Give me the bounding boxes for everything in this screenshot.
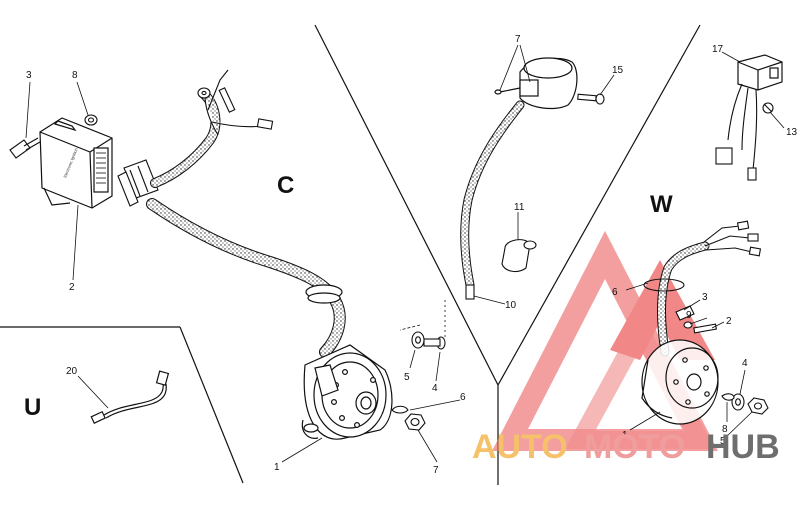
callout-upper-11: 11 [514,202,525,213]
washer-part-5 [411,331,425,349]
screw-part-4 [423,336,446,350]
callout-w-1: 1 [622,430,628,441]
callout-w-9: 9 [686,310,692,321]
section-w-assembly: 17 13 6 3 9 2 4 8 5 1 W [491,44,798,451]
nut-part-7 [404,413,426,431]
callout-upper-15: 15 [612,65,624,76]
callout-w-3: 3 [702,292,708,303]
watermark-moto: MOTO [584,428,685,466]
nut-part-8 [84,114,98,126]
regulator-part-17 [737,54,783,91]
section-label-c: C [277,172,294,199]
callout-c-8: 8 [72,70,78,81]
terminal-wires [197,69,274,136]
wire-part-20 [90,370,170,424]
section-label-u: U [24,394,41,421]
callout-c-3: 3 [26,70,32,81]
section-c-leaders [25,81,461,463]
callout-w-2: 2 [726,316,732,327]
callout-c-7: 7 [433,465,439,476]
screw-part-15 [577,93,605,105]
callout-w-13: 13 [786,127,798,138]
flywheel-part-1 [641,339,719,425]
key-part-8 [721,393,735,401]
cdi-control-unit [39,117,113,209]
section-label-w: W [650,191,673,218]
callout-c-4: 4 [432,383,438,394]
callout-upper-7: 7 [515,34,521,45]
watermark-text: AUTO MOTO HUB [472,428,780,466]
key-part-6 [391,405,409,414]
sleeve-part-11 [501,239,537,273]
callout-w-8: 8 [722,424,728,435]
callout-c-1: 1 [274,462,280,473]
callout-u-20: 20 [66,366,78,377]
callout-c-2: 2 [69,282,75,293]
callout-w-5: 5 [720,436,726,447]
callout-w-6: 6 [612,287,618,298]
harness-clamp [305,284,343,304]
watermark-hub: HUB [706,428,780,466]
coil-assembly: 7 15 11 10 [460,34,624,311]
cdi-connector [117,159,159,207]
watermark-auto: AUTO [472,428,568,466]
section-u-assembly: 20 U [24,366,170,424]
panel-dividers [0,24,701,485]
screw-part-3 [9,137,41,159]
callout-w-17: 17 [712,44,724,55]
stator-assembly [301,344,393,440]
bracket-part-3 [675,305,695,321]
callout-w-4: 4 [742,358,748,369]
screw-part-2 [693,323,717,334]
clamp-part-6 [643,278,685,292]
section-c-assembly: Electronic Ignition [9,69,466,476]
screw-part-13 [762,102,774,114]
callout-c-5: 5 [404,372,410,383]
washer-part-9 [683,321,693,329]
callout-upper-10: 10 [505,300,517,311]
callout-c-6: 6 [460,392,466,403]
